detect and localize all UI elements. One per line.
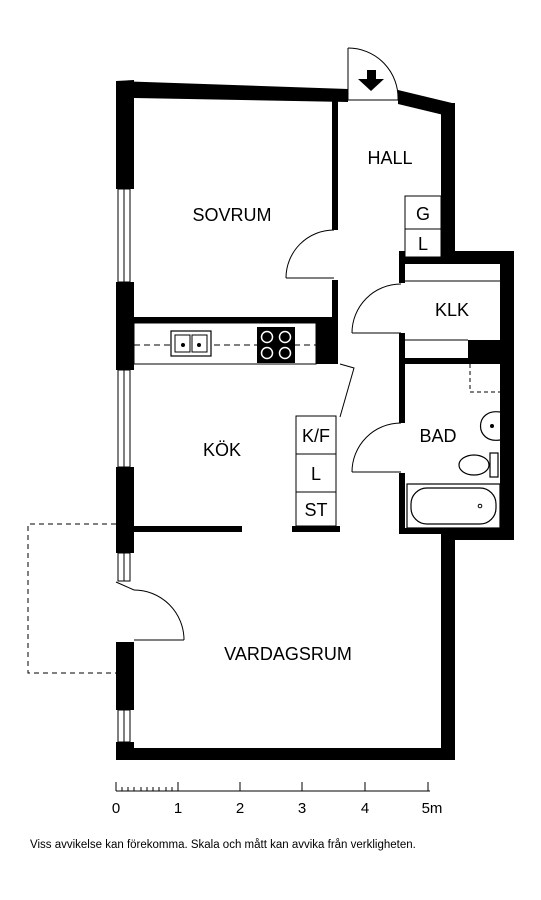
doors [115,47,402,641]
fixture-label-st: ST [304,500,327,520]
hall-cabinets [404,195,442,258]
room-label-hall: HALL [367,148,412,168]
interior-walls [134,100,500,534]
kitchen-cabinets [295,415,337,527]
room-label-bad: BAD [419,426,456,446]
entrance-arrow-icon [358,70,384,91]
room-label-kok: KÖK [203,440,241,460]
scale-label-1: 1 [174,800,182,817]
room-label-vardagsrum: VARDAGSRUM [224,644,352,664]
scale-label-4: 4 [361,800,369,817]
klk-shelves [405,280,500,341]
room-label-klk: KLK [435,300,469,320]
balcony-outline [27,523,116,674]
bathroom-fixtures [406,364,501,529]
scale-label-3: 3 [298,800,306,817]
scale-label-2: 2 [236,800,244,817]
scale-label-5m: 5m [422,800,443,817]
kitchen-counter [133,322,317,365]
stove-icon [257,327,295,363]
fixture-label-kok-l: L [311,464,321,484]
fixture-label-kf: K/F [302,426,330,446]
fixture-label-hall-l: L [418,234,428,254]
windows [117,188,131,743]
disclaimer-text: Viss avvikelse kan förekomma. Skala och … [30,839,416,851]
outer-walls [116,80,514,760]
room-label-sovrum: SOVRUM [192,205,271,225]
scale-bar [115,782,430,792]
fixture-label-g: G [416,204,430,224]
bathtub-icon [406,483,501,529]
scale-label-0: 0 [112,800,120,817]
toilet-icon [458,452,499,478]
